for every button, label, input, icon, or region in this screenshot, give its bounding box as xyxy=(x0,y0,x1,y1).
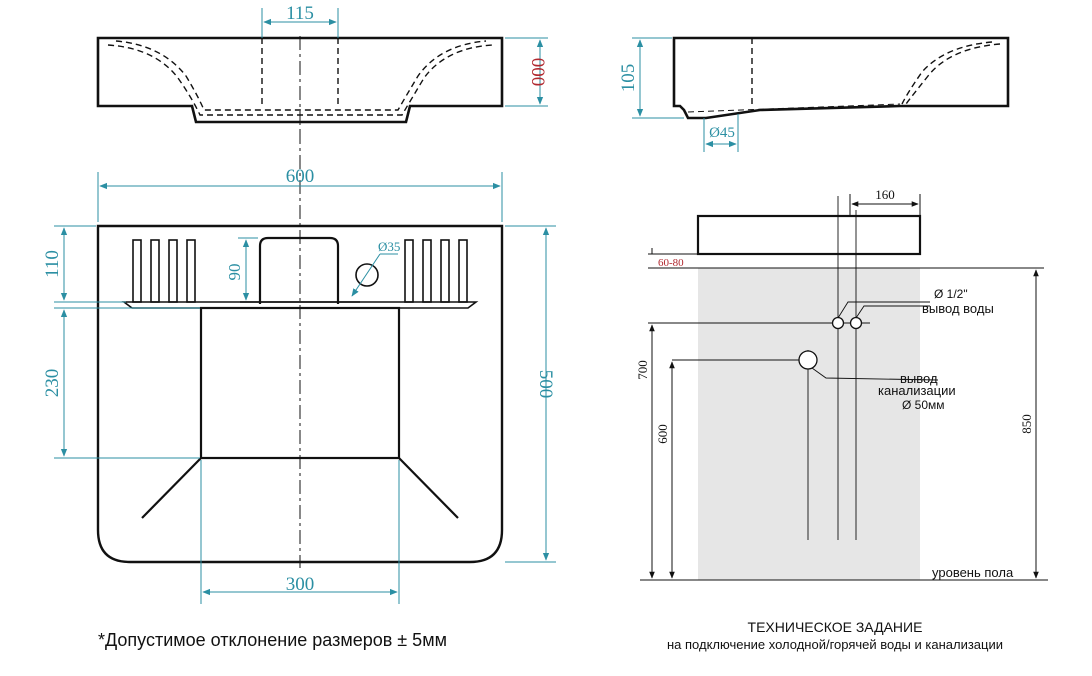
dim-height-label: 000 xyxy=(527,58,548,87)
dim-gap-label: 60-80 xyxy=(658,257,684,269)
dim-230-label: 230 xyxy=(42,369,63,398)
dim-115-label: 115 xyxy=(286,3,314,24)
dim-110-label: 110 xyxy=(42,250,63,278)
dim-700-label: 700 xyxy=(635,360,650,380)
floor-label: уровень пола xyxy=(932,565,1014,580)
drain-outlet xyxy=(798,350,818,370)
dim-105-label: 105 xyxy=(618,64,639,93)
dim-600-install-label: 600 xyxy=(655,424,670,444)
plan-view: 600 110 230 500 300 90 Ø35 xyxy=(42,130,556,604)
dim-drain-diameter-label: Ø45 xyxy=(709,125,735,141)
dim-500-label: 500 xyxy=(535,370,556,399)
water-diameter-label: Ø 1/2" xyxy=(934,287,968,301)
installation-diagram: уровень пола 160 60-80 Ø 1/2" вывод воды… xyxy=(635,187,1048,581)
drain-diameter-label: Ø 50мм xyxy=(902,398,945,412)
dim-850-label: 850 xyxy=(1019,414,1034,434)
spec-subtitle: на подключение холодной/горячей воды и к… xyxy=(666,637,1004,652)
dim-90-label: 90 xyxy=(225,264,244,281)
dim-160-label: 160 xyxy=(875,187,895,202)
drain-label-line2: канализации xyxy=(878,383,956,398)
spec-title: ТЕХНИЧЕСКОЕ ЗАДАНИЕ xyxy=(747,619,923,635)
water-outlet-label: вывод воды xyxy=(922,301,994,316)
wall-area xyxy=(698,268,920,580)
sink-block xyxy=(696,214,922,256)
cold-water-outlet xyxy=(831,316,845,330)
hot-water-outlet xyxy=(849,316,863,330)
dim-300-label: 300 xyxy=(286,574,315,595)
side-section-view: 105 Ø45 xyxy=(618,36,1010,152)
drain-label-line1: вывод xyxy=(900,371,938,386)
front-section-view: 115 000 xyxy=(96,3,548,130)
tolerance-note: *Допустимое отклонение размеров ± 5мм xyxy=(98,630,447,650)
dim-600-label: 600 xyxy=(286,166,315,187)
dim-hole-diameter-label: Ø35 xyxy=(378,239,400,254)
